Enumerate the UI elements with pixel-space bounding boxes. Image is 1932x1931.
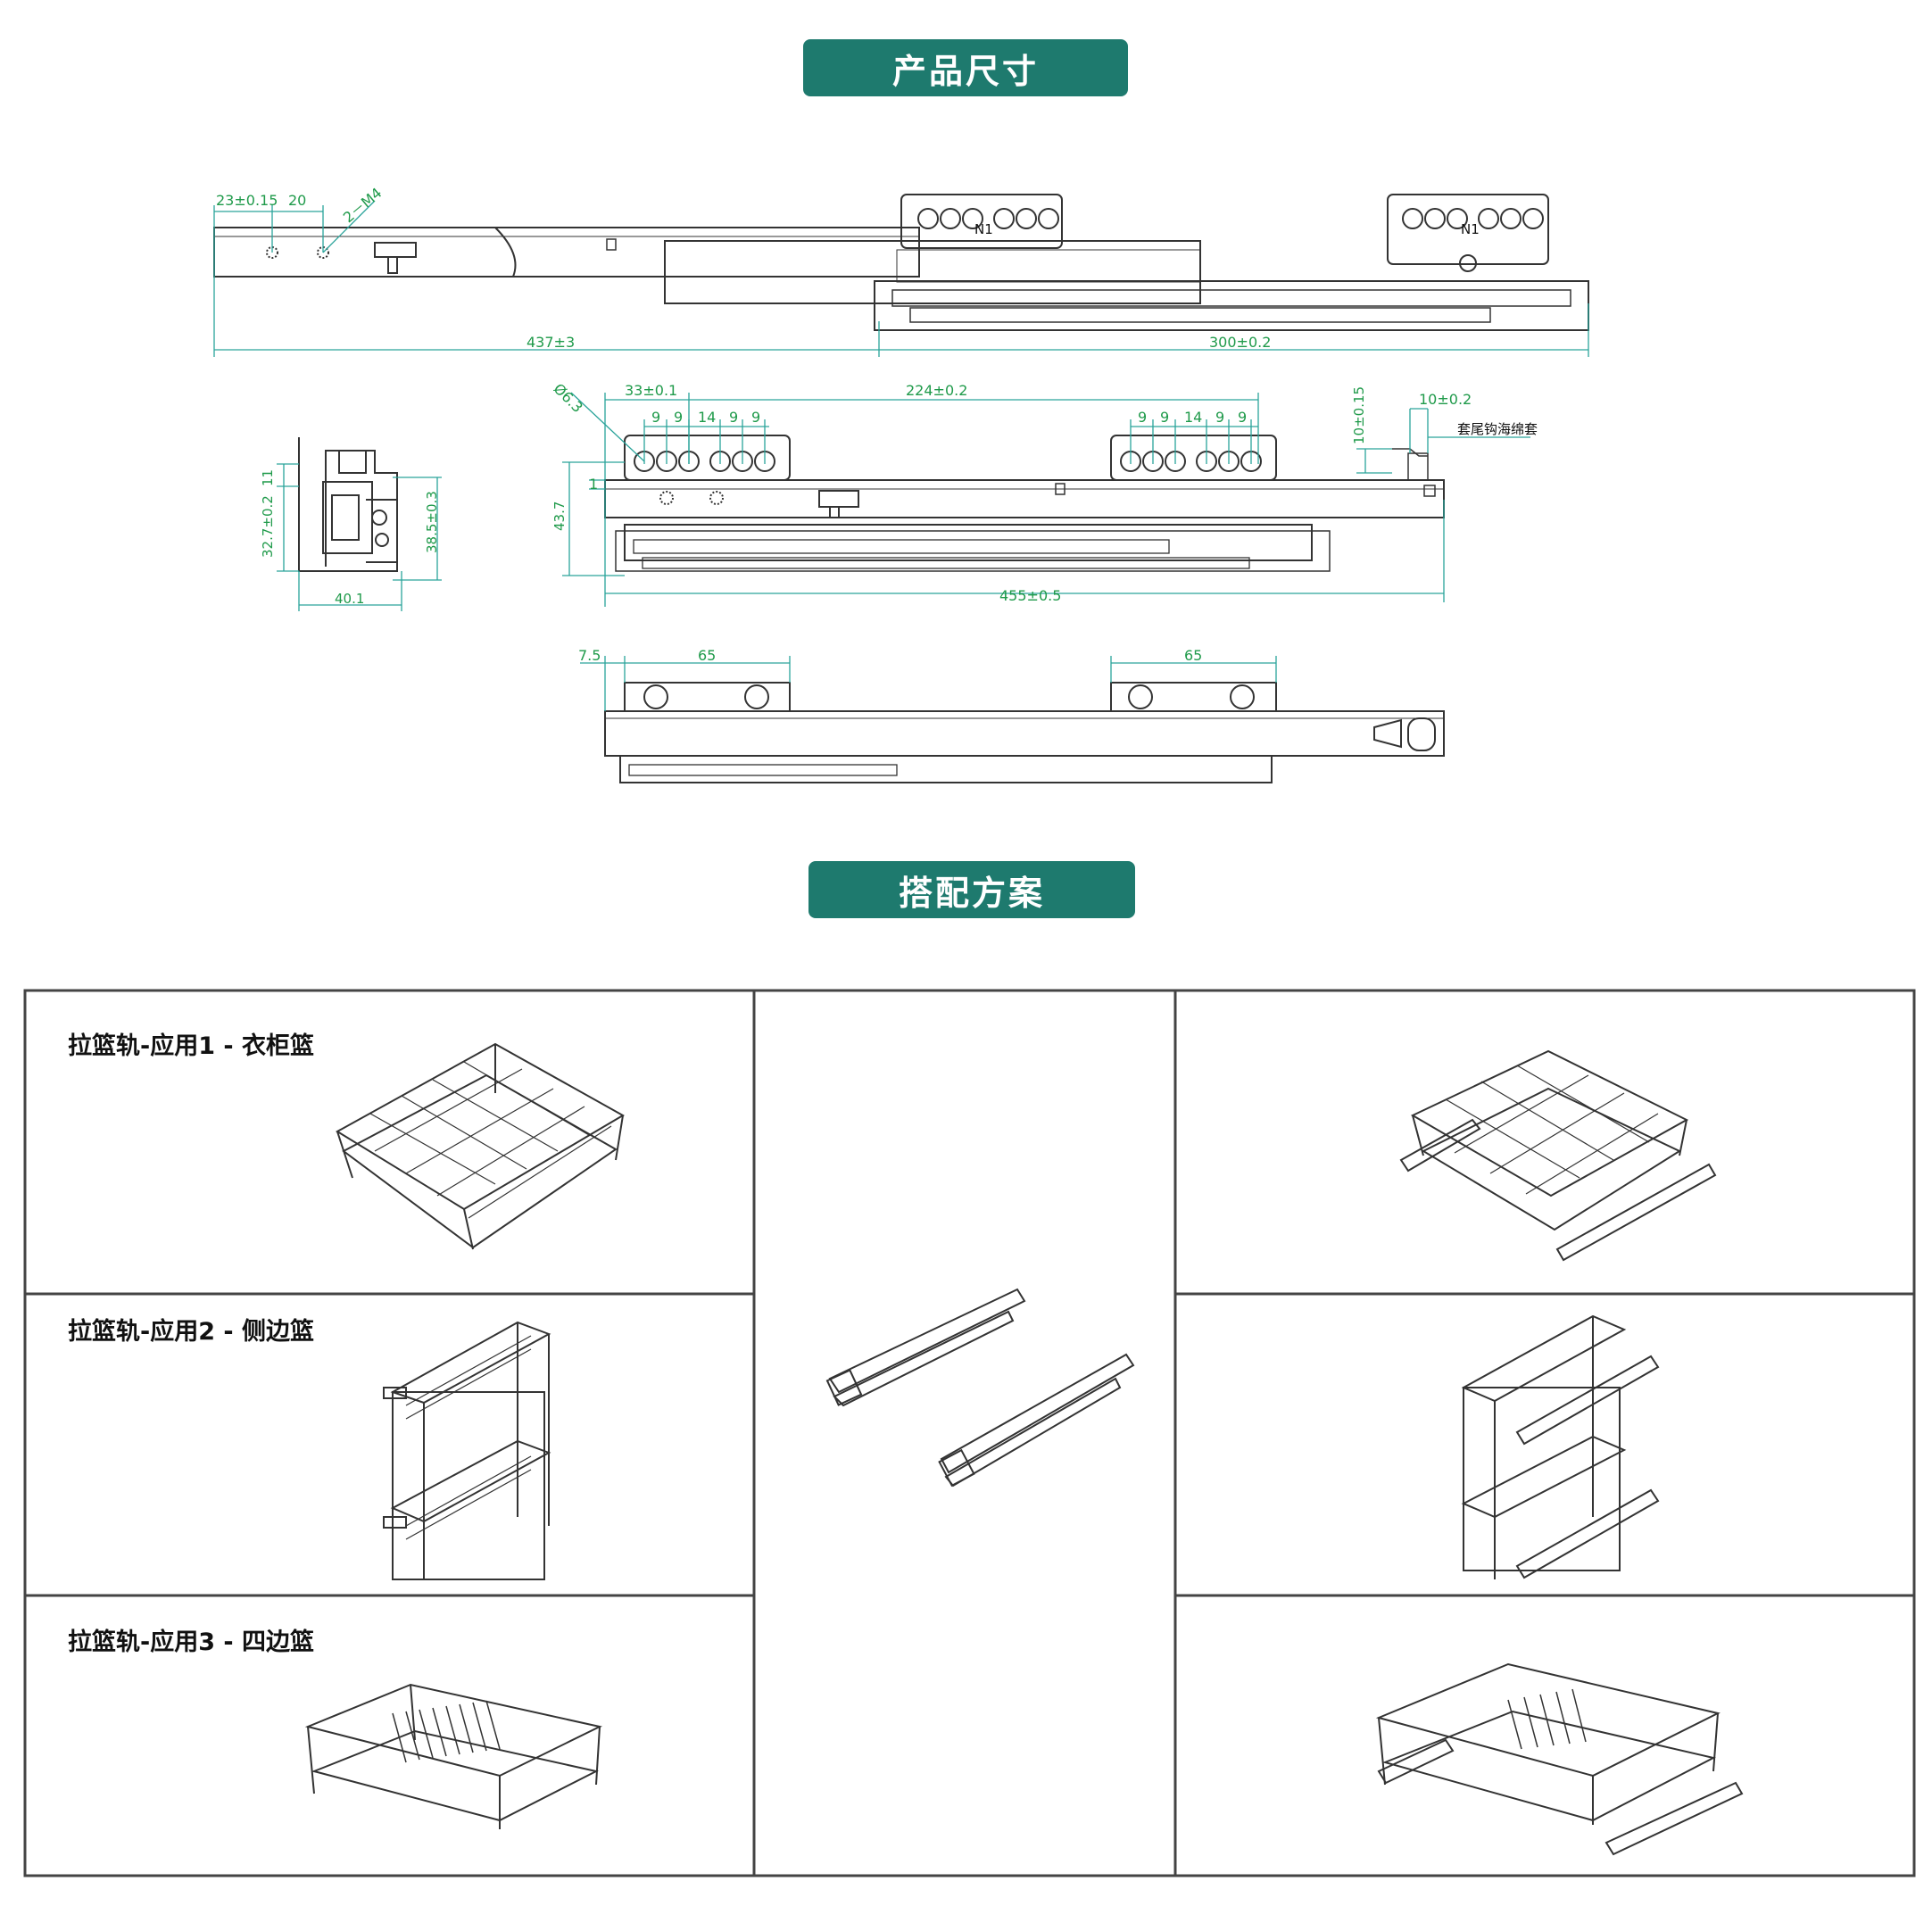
- plate-mark: N1: [1461, 221, 1480, 237]
- dim-9d: 9: [751, 409, 760, 426]
- bottom-view-drawing: [604, 682, 1445, 783]
- application-3-title: 拉篮轨-应用3 - 四边篮: [68, 1629, 314, 1656]
- dim-33: 33±0.1: [625, 382, 677, 399]
- application-2-title: 拉篮轨-应用2 - 侧边篮: [68, 1318, 314, 1346]
- section-header-solutions: 搭配方案: [808, 861, 1135, 918]
- dish-basket-with-rails-illustration: [1375, 1662, 1744, 1856]
- dim-43-7: 43.7: [551, 501, 568, 531]
- dim-9c: 9: [729, 409, 738, 426]
- bottom-view-dimension-lines: [580, 656, 1277, 711]
- side-view-dimension-lines: [562, 392, 1530, 607]
- dim-32-7: 32.7±0.2: [260, 495, 276, 558]
- dim-23: 23±0.15: [216, 192, 278, 209]
- section-view-drawing: [298, 437, 398, 572]
- rails-illustration: [825, 1288, 1135, 1488]
- top-view-dimension-lines: [213, 200, 1589, 357]
- section-view-dimension-lines: [277, 463, 442, 611]
- dim-9f: 9: [1160, 409, 1169, 426]
- section-header-dimensions: 产品尺寸: [803, 39, 1128, 96]
- dim-10-15: 10±0.15: [1351, 386, 1367, 444]
- dim-38-5: 38.5±0.3: [424, 491, 440, 553]
- application-1-title: 拉篮轨-应用1 - 衣柜篮: [68, 1032, 314, 1060]
- dim-300: 300±0.2: [1209, 334, 1271, 351]
- dim-9h: 9: [1238, 409, 1247, 426]
- dim-9e: 9: [1138, 409, 1147, 426]
- dim-224: 224±0.2: [906, 382, 967, 399]
- dim-9a: 9: [651, 409, 660, 426]
- dim-10-2: 10±0.2: [1419, 391, 1472, 408]
- plate-mark: N1: [974, 221, 993, 237]
- dim-455: 455±0.5: [999, 587, 1061, 604]
- dish-basket-illustration: [304, 1683, 603, 1829]
- wardrobe-basket-with-rails-illustration: [1399, 1049, 1717, 1262]
- dim-9b: 9: [674, 409, 683, 426]
- side-basket-illustration: [383, 1321, 551, 1580]
- dim-40-1: 40.1: [335, 591, 364, 607]
- dim-65b: 65: [1184, 647, 1202, 664]
- dim-1: 1: [589, 476, 598, 493]
- dim-14b: 14: [1184, 409, 1202, 426]
- dim-437: 437±3: [527, 334, 575, 351]
- dim-14: 14: [698, 409, 716, 426]
- grid-frame: [23, 989, 1916, 1877]
- dim-7-5: 7.5: [578, 647, 601, 664]
- dim-65a: 65: [698, 647, 716, 664]
- dim-9g: 9: [1215, 409, 1224, 426]
- technical-drawings: 23±0.15 20 2－M4 437±3 300±0.2 N1 N1 11 3…: [213, 185, 1589, 783]
- dim-20: 20: [288, 192, 306, 209]
- dim-11: 11: [260, 469, 276, 486]
- wardrobe-basket-illustration: [336, 1042, 626, 1250]
- sponge-note: 套尾钩海绵套: [1457, 421, 1538, 437]
- top-view-drawing: [213, 194, 1589, 331]
- side-basket-with-rails-illustration: [1461, 1314, 1660, 1579]
